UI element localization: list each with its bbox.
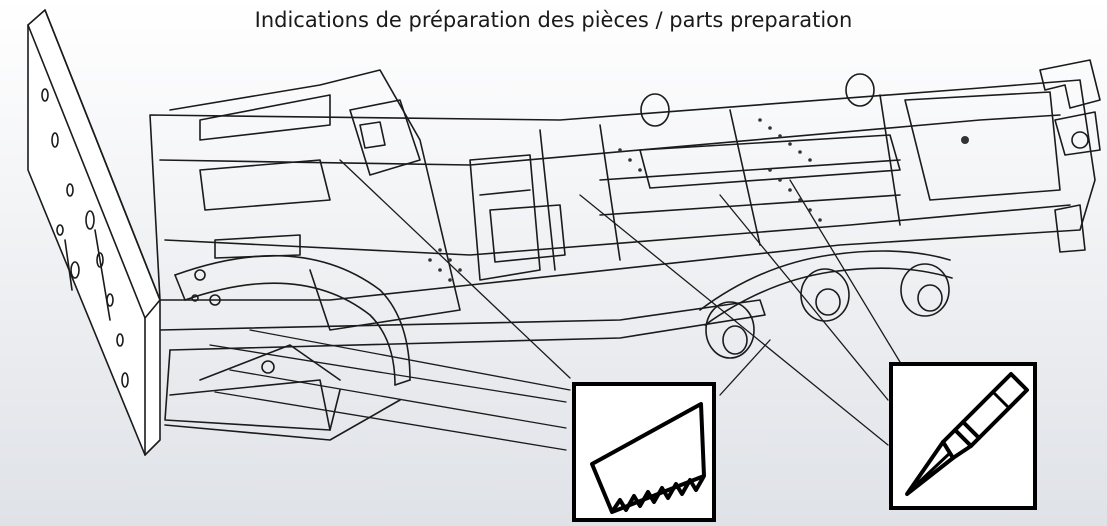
saw-icon bbox=[590, 402, 706, 514]
front-fender bbox=[174, 255, 411, 386]
wheels bbox=[640, 73, 953, 359]
perforations bbox=[428, 118, 969, 282]
craft-knife-icon-box bbox=[889, 362, 1037, 510]
diagram-title: Indications de préparation des pièces / … bbox=[254, 8, 853, 32]
chassis-frame bbox=[149, 69, 1096, 331]
leader-lines bbox=[209, 159, 901, 451]
rear-hooks bbox=[1039, 59, 1101, 253]
craft-knife-icon bbox=[905, 372, 1029, 496]
mounting-plate bbox=[27, 9, 161, 456]
saw-icon-box bbox=[572, 382, 716, 522]
lower-frame bbox=[159, 299, 766, 441]
